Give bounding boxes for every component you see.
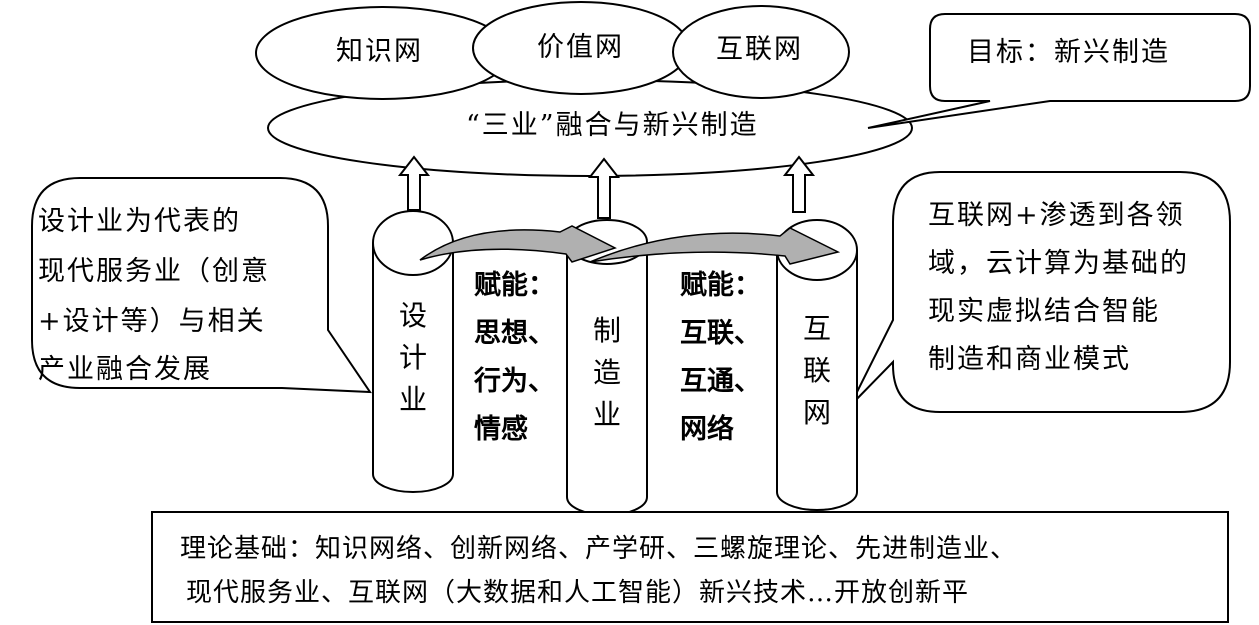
curved-arrow-right — [589, 227, 841, 265]
empower-right-line-3: 互通、 — [680, 366, 761, 397]
value-network-label: 价值网 — [537, 32, 624, 63]
goal-callout — [867, 13, 1251, 129]
pillar-design-label: 设 计 业 — [398, 299, 427, 416]
up-arrow-right — [782, 155, 816, 213]
empower-left-line-1: 赋能： — [474, 270, 555, 301]
pillar-manufacturing-label: 制 造 业 — [592, 314, 621, 431]
knowledge-network-label: 知识网 — [336, 36, 423, 67]
left-callout-line-2: 现代服务业（创意 — [38, 256, 270, 287]
right-callout-line-3: 现实虚拟结合智能 — [928, 296, 1160, 327]
fusion-label: “三业”融合与新兴制造 — [466, 110, 759, 141]
left-callout-line-4: 产业融合发展 — [38, 354, 212, 385]
internet-ellipse — [672, 5, 850, 99]
up-arrow-left — [397, 155, 431, 211]
up-arrow-middle — [587, 157, 621, 219]
left-callout-line-3: +设计等）与相关 — [38, 306, 266, 337]
internet-label: 互联网 — [716, 34, 803, 65]
empower-left-line-3: 行为、 — [474, 366, 555, 397]
left-callout — [31, 177, 372, 394]
empower-right-line-1: 赋能： — [680, 270, 761, 301]
theory-box — [151, 511, 1229, 623]
pillar-design — [372, 210, 454, 493]
theory-line-2: 现代服务业、互联网（大数据和人工智能）新兴技术…开放创新平 — [186, 578, 970, 608]
right-callout-line-1: 互联网+渗透到各领 — [928, 200, 1185, 231]
goal-text: 目标：新兴制造 — [967, 37, 1170, 68]
curved-arrow-left — [419, 225, 617, 263]
theory-line-1: 理论基础：知识网络、创新网络、产学研、三螺旋理论、先进制造业、 — [180, 534, 1018, 564]
right-callout-line-2: 域，云计算为基础的 — [928, 248, 1189, 279]
right-callout — [849, 171, 1231, 413]
left-callout-line-1: 设计业为代表的 — [38, 206, 241, 237]
pillar-internet-label: 互 联 网 — [802, 312, 831, 429]
right-callout-line-4: 制造和商业模式 — [928, 344, 1131, 375]
empower-right-line-2: 互联、 — [680, 318, 761, 349]
empower-left-line-2: 思想、 — [474, 318, 555, 349]
empower-right-line-4: 网络 — [680, 414, 734, 445]
empower-left-line-4: 情感 — [474, 414, 528, 445]
